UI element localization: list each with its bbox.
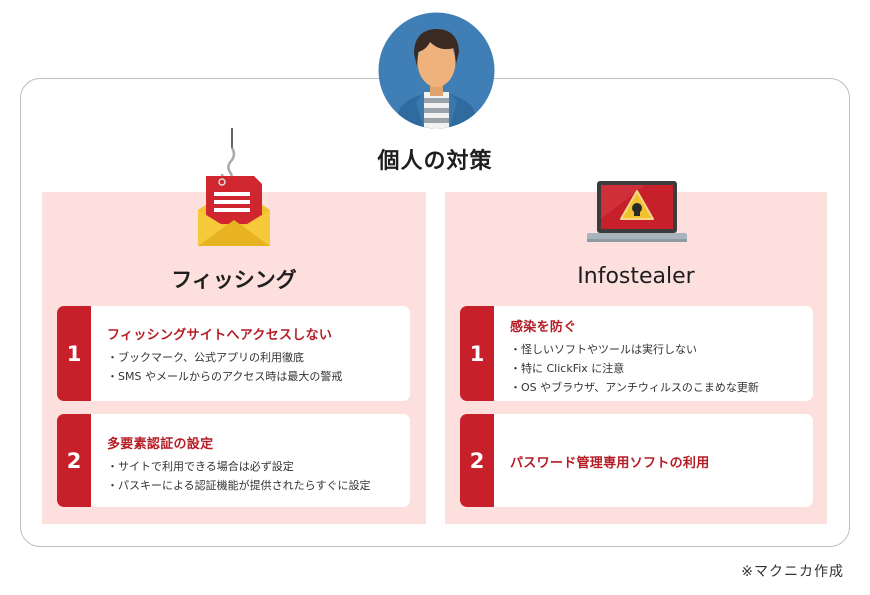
panel-infostealer: Infostealer 1 感染を防ぐ 怪しいソフトやツールは実行しない 特に …: [445, 181, 827, 524]
step-number: 1: [57, 306, 91, 401]
step-number: 2: [57, 414, 91, 507]
bullet-item: サイトで利用できる場合は必ず設定: [107, 457, 402, 476]
panel-title-infostealer: Infostealer: [577, 264, 695, 289]
credit-note: ※マクニカ作成: [741, 564, 844, 580]
card-heading: 感染を防ぐ: [510, 320, 577, 335]
laptop-skull-warning-icon: [585, 179, 689, 255]
bullet-item: パスキーによる認証機能が提供されたらすぐに設定: [107, 476, 402, 495]
bullet-item: OS やブラウザ、アンチウィルスのこまめな更新: [510, 378, 805, 397]
phishing-envelope-hook-icon: [196, 128, 272, 252]
card-heading: 多要素認証の設定: [107, 437, 214, 452]
panel-title-phishing: フィッシング: [171, 268, 297, 292]
bullet-item: 怪しいソフトやツールは実行しない: [510, 340, 805, 359]
bullet-item: SMS やメールからのアクセス時は最大の警戒: [107, 367, 402, 386]
bullet-item: ブックマーク、公式アプリの利用徹底: [107, 348, 402, 367]
card-heading: フィッシングサイトへアクセスしない: [107, 328, 333, 343]
panel-phishing: フィッシング 1 フィッシングサイトへアクセスしない ブックマーク、公式アプリの…: [42, 128, 426, 524]
card-infostealer-2: 2 パスワード管理専用ソフトの利用: [460, 414, 813, 507]
card-heading: パスワード管理専用ソフトの利用: [510, 456, 710, 471]
card-phishing-2: 2 多要素認証の設定 サイトで利用できる場合は必ず設定 パスキーによる認証機能が…: [57, 414, 410, 507]
page-title: 個人の対策: [377, 149, 493, 174]
card-phishing-1: 1 フィッシングサイトへアクセスしない ブックマーク、公式アプリの利用徹底 SM…: [57, 306, 410, 401]
card-infostealer-1: 1 感染を防ぐ 怪しいソフトやツールは実行しない 特に ClickFix に注意…: [460, 306, 813, 401]
person-avatar-icon: [378, 12, 495, 129]
step-number: 2: [460, 414, 494, 507]
step-number: 1: [460, 306, 494, 401]
bullet-item: 特に ClickFix に注意: [510, 359, 805, 378]
